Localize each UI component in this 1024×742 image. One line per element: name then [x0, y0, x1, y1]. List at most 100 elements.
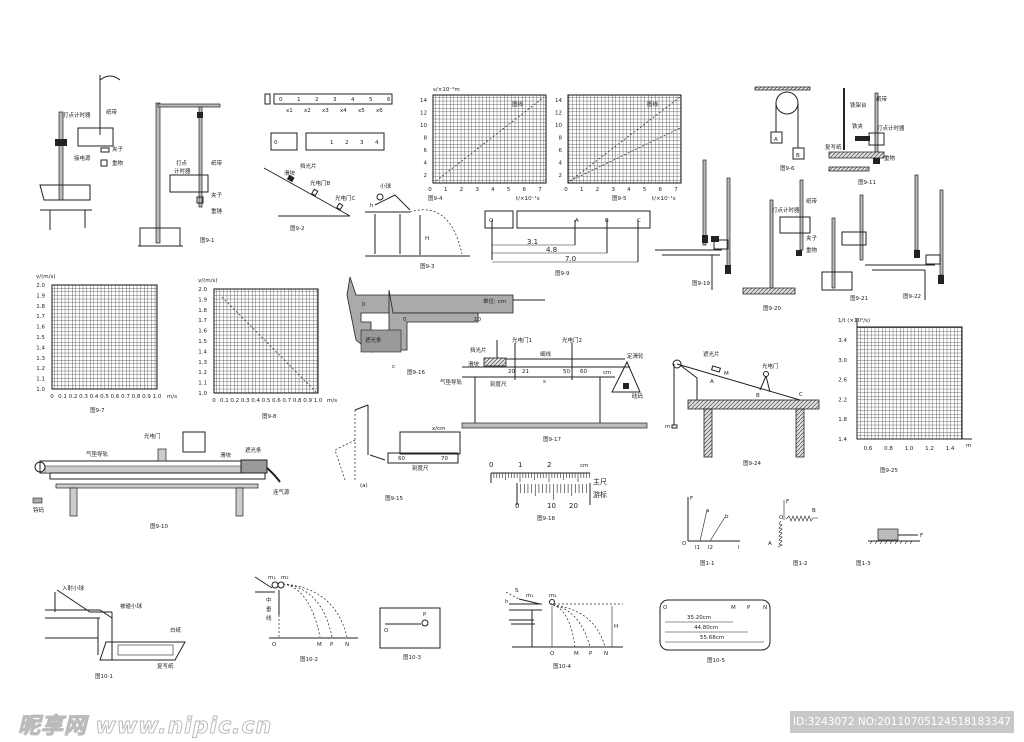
x-tick-label: 0.6: [111, 394, 120, 400]
label-gate-1: 光电门1: [512, 336, 532, 344]
x-tick-label: 1: [444, 187, 448, 193]
y-tick-label: 2.0: [198, 287, 207, 293]
x-axis-label: m/s: [327, 398, 337, 404]
tape2-point-label: 2: [345, 140, 349, 146]
y-axis-label: s/×10⁻²m: [433, 86, 460, 93]
point-P: P: [589, 651, 593, 657]
x-tick-label: 0.8: [132, 394, 141, 400]
main-zero: 0: [362, 302, 366, 308]
tape-segment-label: x3: [322, 108, 329, 114]
tape2-point-label: 1: [330, 140, 334, 146]
tape-segment-label: x6: [376, 108, 383, 114]
figure-10-5: O M P N 35.20cm 44.80cm 55.68cm 图10-5: [659, 599, 771, 664]
point-b: B: [605, 218, 609, 224]
figure-table-ball: 小球 h H 图9-3: [365, 182, 470, 270]
figure-stand-right: 铁架台 纸带 铁夹 打点计时器 复写纸 重物 图9-11: [825, 88, 905, 186]
label-power: 接电源: [74, 154, 91, 162]
x-axis-label: m: [966, 443, 971, 449]
x-tick-label: 4: [627, 187, 631, 193]
point-N: N: [763, 605, 767, 611]
main-tick: 1: [518, 461, 522, 469]
label-unit: 单位: cm: [483, 297, 506, 305]
y-tick-label: 10: [420, 123, 427, 129]
point-O: O: [663, 605, 668, 611]
x-tick-label: 0.6: [272, 398, 281, 404]
point-O: O: [272, 642, 277, 648]
x-tick-label: 1.0: [905, 446, 914, 452]
x-tick-label: 0.4: [251, 398, 260, 404]
label-white-paper: 白纸: [170, 626, 182, 634]
figure-10-2: m₁ m₂ 中 垂 线 O M P N 图10-2: [254, 575, 358, 663]
label-weight: 钩码: [33, 506, 45, 514]
x-tick-label: 1.2: [925, 446, 934, 452]
tick-70: 70: [441, 456, 448, 462]
figure-caption: 图9-15: [385, 494, 403, 502]
point-o: O: [489, 218, 494, 224]
point-a: A: [575, 218, 579, 224]
figure-caption: 图9-7: [90, 406, 105, 414]
label-clip: 夹子: [112, 145, 124, 153]
label-m1: m₁: [268, 575, 276, 581]
label-h: h: [370, 203, 374, 209]
distance-oa: 3.1: [527, 238, 538, 246]
figure-caption: 图9-6: [780, 164, 795, 172]
figure-caption: 图9-10: [150, 522, 168, 530]
x-tick-label: 0.9: [303, 398, 312, 404]
x-tick-label: 0.5: [262, 398, 271, 404]
label-timer-line1: 打点: [176, 159, 188, 167]
figure-caption: 图10-2: [300, 655, 318, 663]
label-tape: 纸带: [876, 95, 888, 103]
x-tick-label: 0.7: [282, 398, 291, 404]
label-B: B: [812, 508, 816, 514]
label-H: H: [614, 624, 618, 630]
label-timer-line2: 计时器: [174, 167, 191, 175]
y-axis-label: v/(m/s): [198, 278, 217, 284]
label-F: F: [920, 533, 923, 539]
tape-point-label: 5: [369, 97, 373, 103]
point-P: P: [747, 605, 751, 611]
y-tick-label: 14: [420, 98, 427, 104]
label-carbon: 复写纸: [825, 143, 842, 151]
tape-segment-label: x4: [340, 108, 347, 114]
block-a-label: A: [774, 137, 778, 143]
x-tick-label: 0.9: [142, 394, 151, 400]
line-a: a: [706, 508, 709, 514]
point-O: O: [550, 651, 555, 657]
legend: 图线: [512, 100, 524, 108]
x-tick-label: 1.0: [153, 394, 162, 400]
figure-10-3: O P 图10-3: [379, 607, 441, 661]
figure-caption: 图9-8: [262, 412, 277, 420]
y-tick-label: 2: [424, 173, 428, 179]
x-axis-label: t/×10⁻¹s: [652, 195, 676, 202]
tick-20: 20: [508, 369, 515, 375]
caption-9-21: 图9-21: [850, 294, 868, 302]
figure-caption: 图1-1: [700, 559, 714, 567]
x-tick-label: 1: [580, 187, 584, 193]
y-tick-label: 1.3: [36, 356, 45, 362]
x-tick-label: 0.5: [100, 394, 109, 400]
y-tick-label: 1.1: [198, 381, 207, 387]
caption-9-20: 图9-20: [763, 304, 781, 312]
x-tick-label: 3: [611, 187, 615, 193]
label-gate-b: 光电门B: [310, 179, 331, 187]
axis-F: F: [690, 496, 693, 502]
label-incident-ball: 入射小球: [62, 584, 85, 592]
point-N: N: [604, 651, 608, 657]
y-tick-label: 2.0: [36, 283, 45, 289]
label-ball: 小球: [380, 182, 392, 190]
label-pulley: 定滑轮: [627, 352, 644, 360]
vernier-scale-label: 游标: [593, 490, 607, 499]
figure-caption: 图10-5: [707, 656, 725, 664]
axis-l: l: [738, 545, 740, 551]
label-target-ball: 被碰小球: [120, 602, 143, 610]
x-tick-label: 7: [674, 187, 678, 193]
unit-cm: cm: [603, 370, 611, 376]
label-thread: 细线: [540, 350, 552, 358]
y-tick-label: 1.5: [36, 335, 45, 341]
y-tick-label: 1.2: [36, 366, 45, 372]
label-c: c: [392, 364, 395, 370]
label-gate: 光电门: [144, 432, 161, 440]
point-c: C: [799, 392, 803, 398]
tape2-point-label: 4: [375, 140, 379, 146]
